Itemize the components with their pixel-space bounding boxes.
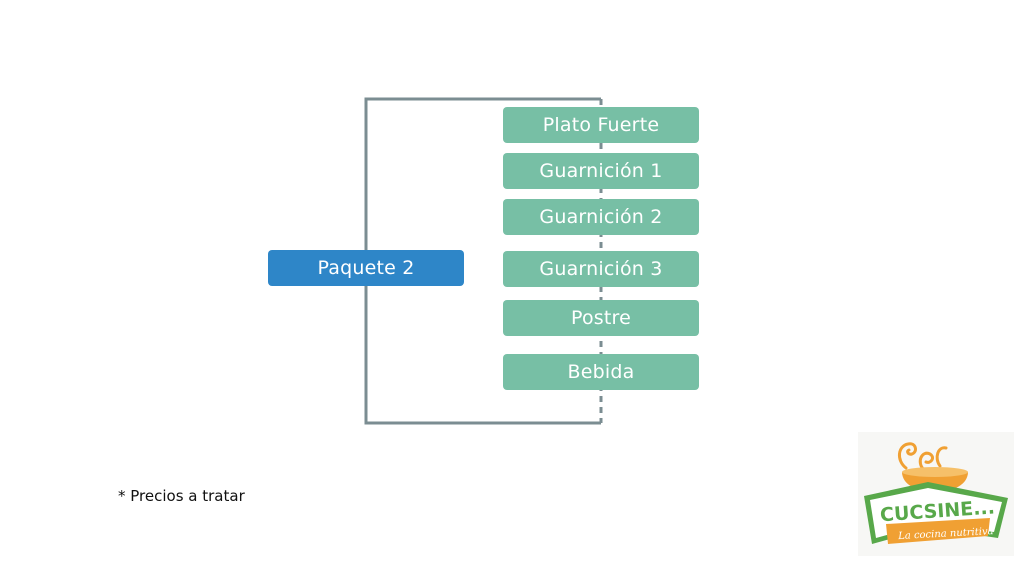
item-node-bebida: Bebida <box>503 354 699 390</box>
logo-tagline: La cocina nutritiva <box>897 526 994 542</box>
price-note: * Precios a tratar <box>118 487 245 505</box>
item-node-guarnicion-3: Guarnición 3 <box>503 251 699 287</box>
cucsine-logo: CUCSINE... La cocina nutritiva <box>858 432 1014 556</box>
item-node-plato-fuerte: Plato Fuerte <box>503 107 699 143</box>
item-node-guarnicion-2: Guarnición 2 <box>503 199 699 235</box>
item-node-guarnicion-1: Guarnición 1 <box>503 153 699 189</box>
root-node-paquete: Paquete 2 <box>268 250 464 286</box>
item-node-postre: Postre <box>503 300 699 336</box>
